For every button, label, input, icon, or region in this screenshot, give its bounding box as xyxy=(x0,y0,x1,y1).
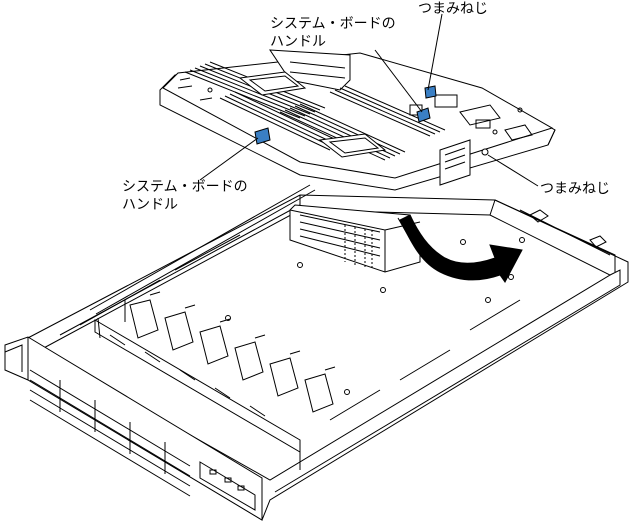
fan-row xyxy=(94,291,336,470)
thumbscrew-right xyxy=(481,148,489,156)
board-handle-left xyxy=(254,127,271,145)
thumbscrew-top xyxy=(424,85,437,99)
callout-line: つまみねじ xyxy=(418,1,488,17)
callout-line: システム・ボードの xyxy=(122,179,248,195)
callout-thumbscrew-right: つまみねじ xyxy=(540,180,610,198)
board-handle-top xyxy=(416,107,431,123)
callout-line: つまみねじ xyxy=(540,181,610,197)
callout-board-handle-top: システム・ボードの ハンドル xyxy=(270,15,396,51)
rotate-arrow-icon xyxy=(397,214,523,283)
callout-line: システム・ボードの xyxy=(270,16,396,32)
server-chassis xyxy=(4,184,629,521)
callout-board-handle-left: システム・ボードの ハンドル xyxy=(122,178,248,214)
leader-lines xyxy=(199,13,539,187)
callout-line: ハンドル xyxy=(122,197,178,213)
system-board xyxy=(159,49,556,191)
callout-thumbscrew-top: つまみねじ xyxy=(418,0,488,18)
callout-line: ハンドル xyxy=(270,34,326,50)
